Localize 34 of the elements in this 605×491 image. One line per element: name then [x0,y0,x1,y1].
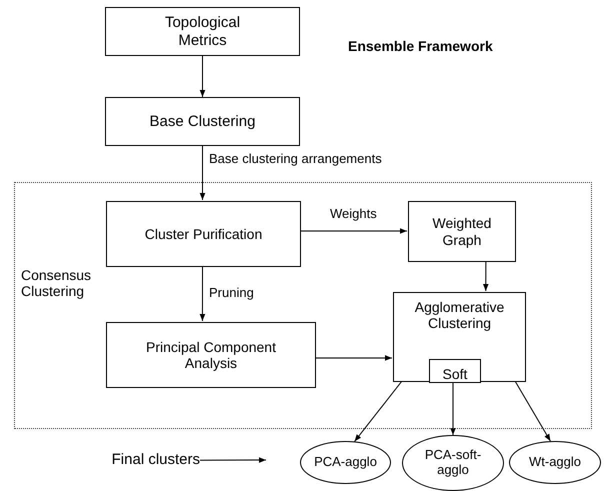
node-label: Weighted Graph [432,215,492,248]
process-box [106,322,316,388]
node-label: Cluster Purification [144,226,262,242]
edge-label: Weights [330,207,377,222]
arrow [200,146,206,200]
arrow [200,457,266,463]
process-box [105,7,300,56]
arrow [354,380,402,442]
node-label: Wt-agglo [528,455,582,470]
process-box [408,201,516,262]
node-label: Principal Component Analysis [145,338,277,372]
process-box [393,292,526,382]
node-label: Final clusters [112,450,200,468]
arrow [482,260,489,292]
node-label: PCA-soft-agglo [424,448,482,478]
process-box [106,201,301,267]
arrow [314,355,392,361]
node-label: Base Clustering [150,112,256,130]
edge-label: Pruning [209,286,254,300]
arrow [200,266,206,322]
node-label: Soft [442,366,468,382]
diagram-title: Ensemble Framework [348,38,493,54]
edge-label: Base clustering arrangements [209,152,382,166]
group-label: Consensus Clustering [21,267,92,300]
process-box [429,359,481,383]
node-label: PCA-agglo [314,455,377,470]
process-box [105,97,300,146]
arrow [514,380,551,442]
arrow [200,56,206,98]
group-frame [14,182,592,429]
arrow [450,380,456,436]
node-label: Topological Metrics [164,14,242,49]
arrow [300,228,408,234]
node-label: Agglomerative Clustering [414,299,506,332]
